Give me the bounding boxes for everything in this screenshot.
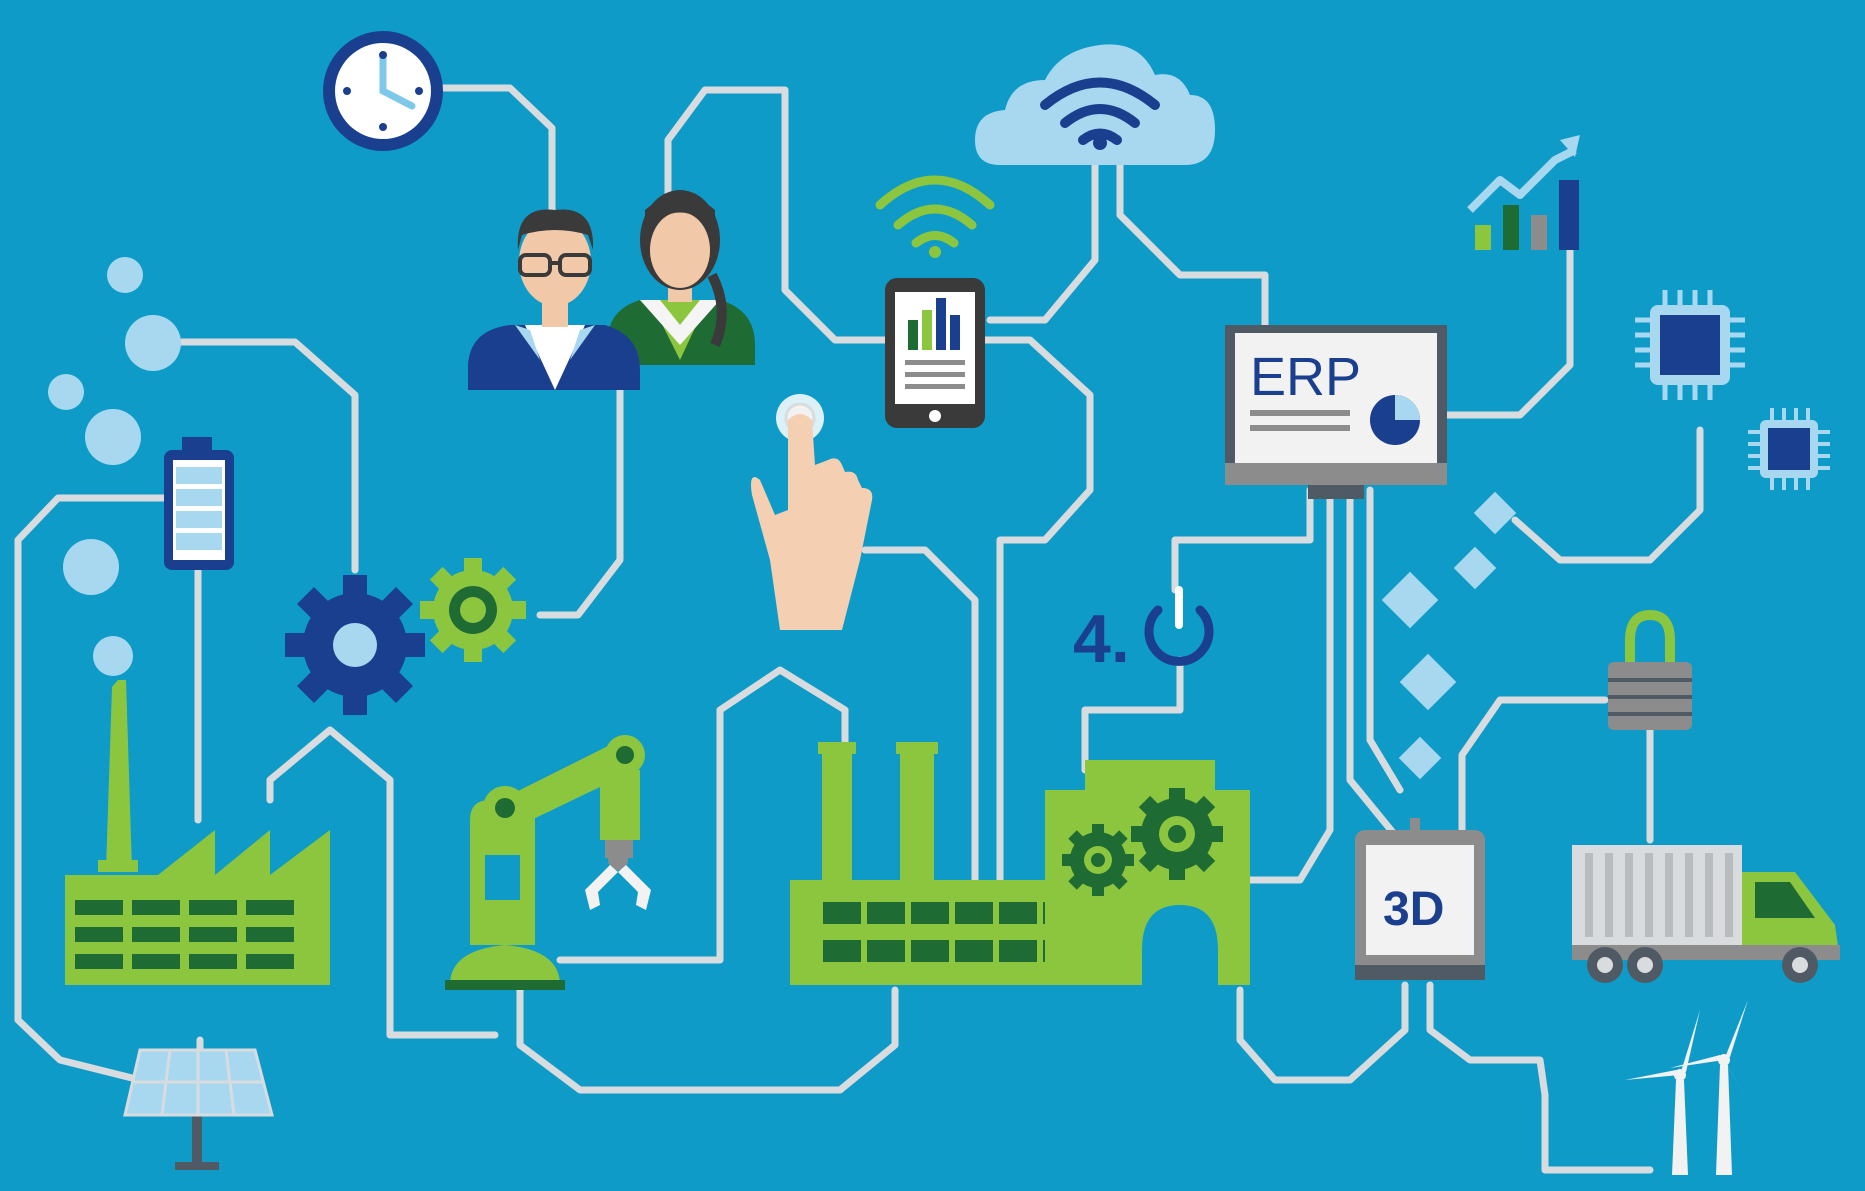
factory-gate-icon <box>1045 760 1250 985</box>
wifi-icon <box>875 175 995 258</box>
circuit-lines <box>14 84 1704 1174</box>
robot-arm-icon <box>445 735 651 990</box>
cloud-wifi-icon <box>1040 77 1160 145</box>
chip-small-icon <box>1748 408 1830 490</box>
steam-bubbles <box>48 257 181 676</box>
solar-panel-icon <box>123 1048 274 1170</box>
chip-icon <box>1635 290 1745 400</box>
factory-center-icon <box>790 742 1125 985</box>
erp-label: ERP <box>1250 347 1361 407</box>
gear-dark-small-icon <box>1062 824 1134 896</box>
wind-turbine-second-icon <box>1670 1000 1752 1175</box>
3d-label: 3D <box>1383 883 1444 936</box>
gear-blue-icon <box>285 575 425 715</box>
truck-icon <box>1572 845 1840 983</box>
erp-monitor: ERP <box>1225 325 1447 499</box>
power-icon <box>1144 586 1214 666</box>
tablet-icon <box>885 278 985 428</box>
touch-hand-icon <box>751 394 873 630</box>
industry-4-0-label: 4. <box>1073 586 1214 677</box>
woman-avatar <box>608 190 755 365</box>
cloud-icon <box>975 44 1215 165</box>
clock-icon <box>323 31 443 151</box>
gear-dark-icon <box>1131 788 1223 880</box>
gear-green-icon <box>420 558 526 662</box>
3d-printer-icon: 3D <box>1355 818 1485 980</box>
factory-left-icon <box>65 680 330 985</box>
industry-number: 4. <box>1073 601 1130 677</box>
data-diamonds <box>1381 491 1517 780</box>
growth-chart-icon <box>1467 135 1580 250</box>
battery-icon <box>164 437 234 570</box>
lock-icon <box>1608 609 1692 730</box>
man-avatar <box>468 209 640 390</box>
people-icon <box>468 190 755 390</box>
wind-turbine-icon <box>1625 1010 1710 1175</box>
